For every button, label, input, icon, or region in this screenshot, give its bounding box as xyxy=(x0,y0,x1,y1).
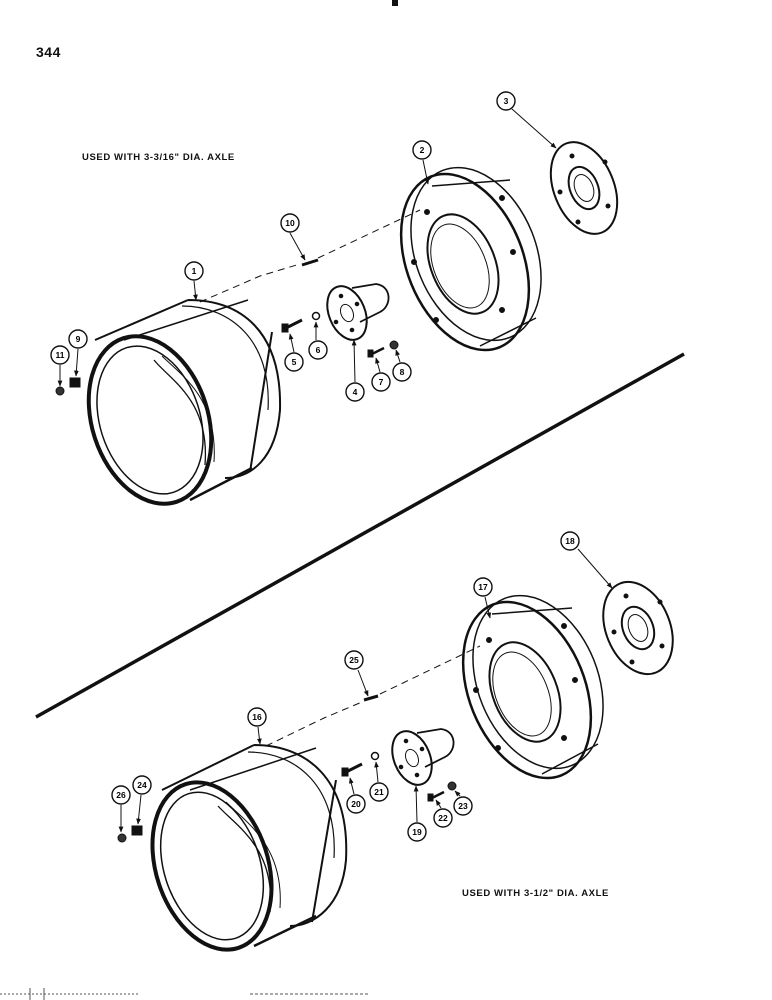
callout-16-label: 16 xyxy=(252,712,262,722)
wheel-rim-lower xyxy=(150,744,348,952)
wheel-rim-upper xyxy=(86,299,282,506)
callout-2: 2 xyxy=(412,140,432,160)
callout-18-label: 18 xyxy=(565,536,575,546)
scan-edge-marks xyxy=(0,988,370,1000)
hub-lower xyxy=(391,728,455,786)
page-number: 344 xyxy=(36,44,61,60)
callout-25-label: 25 xyxy=(349,655,359,665)
callout-21: 21 xyxy=(369,782,389,802)
callout-5-label: 5 xyxy=(292,357,297,367)
callout-9: 9 xyxy=(68,329,88,349)
callout-2-label: 2 xyxy=(420,145,425,155)
callout-10-label: 10 xyxy=(285,218,295,228)
caption-upper-assembly: USED WITH 3-3/16" DIA. AXLE xyxy=(82,152,235,163)
callout-16: 16 xyxy=(247,707,267,727)
hub-clamp-lower xyxy=(602,580,674,676)
callout-24-label: 24 xyxy=(137,780,147,790)
callout-25: 25 xyxy=(344,650,364,670)
callout-10: 10 xyxy=(280,213,300,233)
hub-upper xyxy=(326,283,390,341)
leader-lines-upper xyxy=(57,108,557,387)
callout-24: 24 xyxy=(132,775,152,795)
callout-23: 23 xyxy=(453,796,473,816)
callout-11: 11 xyxy=(50,345,70,365)
divider-line xyxy=(35,352,685,719)
callout-19: 19 xyxy=(407,822,427,842)
callout-4: 4 xyxy=(345,382,365,402)
callout-4-label: 4 xyxy=(353,387,358,397)
dished-wheel-lower xyxy=(461,594,604,780)
callout-17: 17 xyxy=(473,577,493,597)
callout-21-label: 21 xyxy=(374,787,384,797)
leader-lines-lower xyxy=(118,548,613,833)
callout-23-label: 23 xyxy=(458,801,468,811)
callout-11-label: 11 xyxy=(56,350,65,360)
hardware-lower xyxy=(117,694,457,843)
callout-17-label: 17 xyxy=(478,582,488,592)
callout-3: 3 xyxy=(496,91,516,111)
dished-wheel-upper xyxy=(399,166,542,352)
callout-5: 5 xyxy=(284,352,304,372)
hardware-upper xyxy=(55,258,399,396)
callout-1: 1 xyxy=(184,261,204,281)
callout-22: 22 xyxy=(433,808,453,828)
callout-22-label: 22 xyxy=(438,813,448,823)
callout-26: 26 xyxy=(111,785,131,805)
callout-7-label: 7 xyxy=(379,377,384,387)
callout-3-label: 3 xyxy=(504,96,509,106)
callout-8-label: 8 xyxy=(400,367,405,377)
callout-7: 7 xyxy=(371,372,391,392)
callout-9-label: 9 xyxy=(76,334,81,344)
callout-19-label: 19 xyxy=(412,827,422,837)
callout-26-label: 26 xyxy=(116,790,126,800)
callout-18: 18 xyxy=(560,531,580,551)
hub-clamp-upper xyxy=(549,141,619,235)
cropped-header-mark xyxy=(392,0,398,6)
callout-20-label: 20 xyxy=(351,799,361,809)
callout-6-label: 6 xyxy=(316,345,321,355)
caption-lower-assembly: USED WITH 3-1/2" DIA. AXLE xyxy=(462,888,609,899)
callout-6: 6 xyxy=(308,340,328,360)
callout-20: 20 xyxy=(346,794,366,814)
callout-8: 8 xyxy=(392,362,412,382)
callout-1-label: 1 xyxy=(192,266,197,276)
